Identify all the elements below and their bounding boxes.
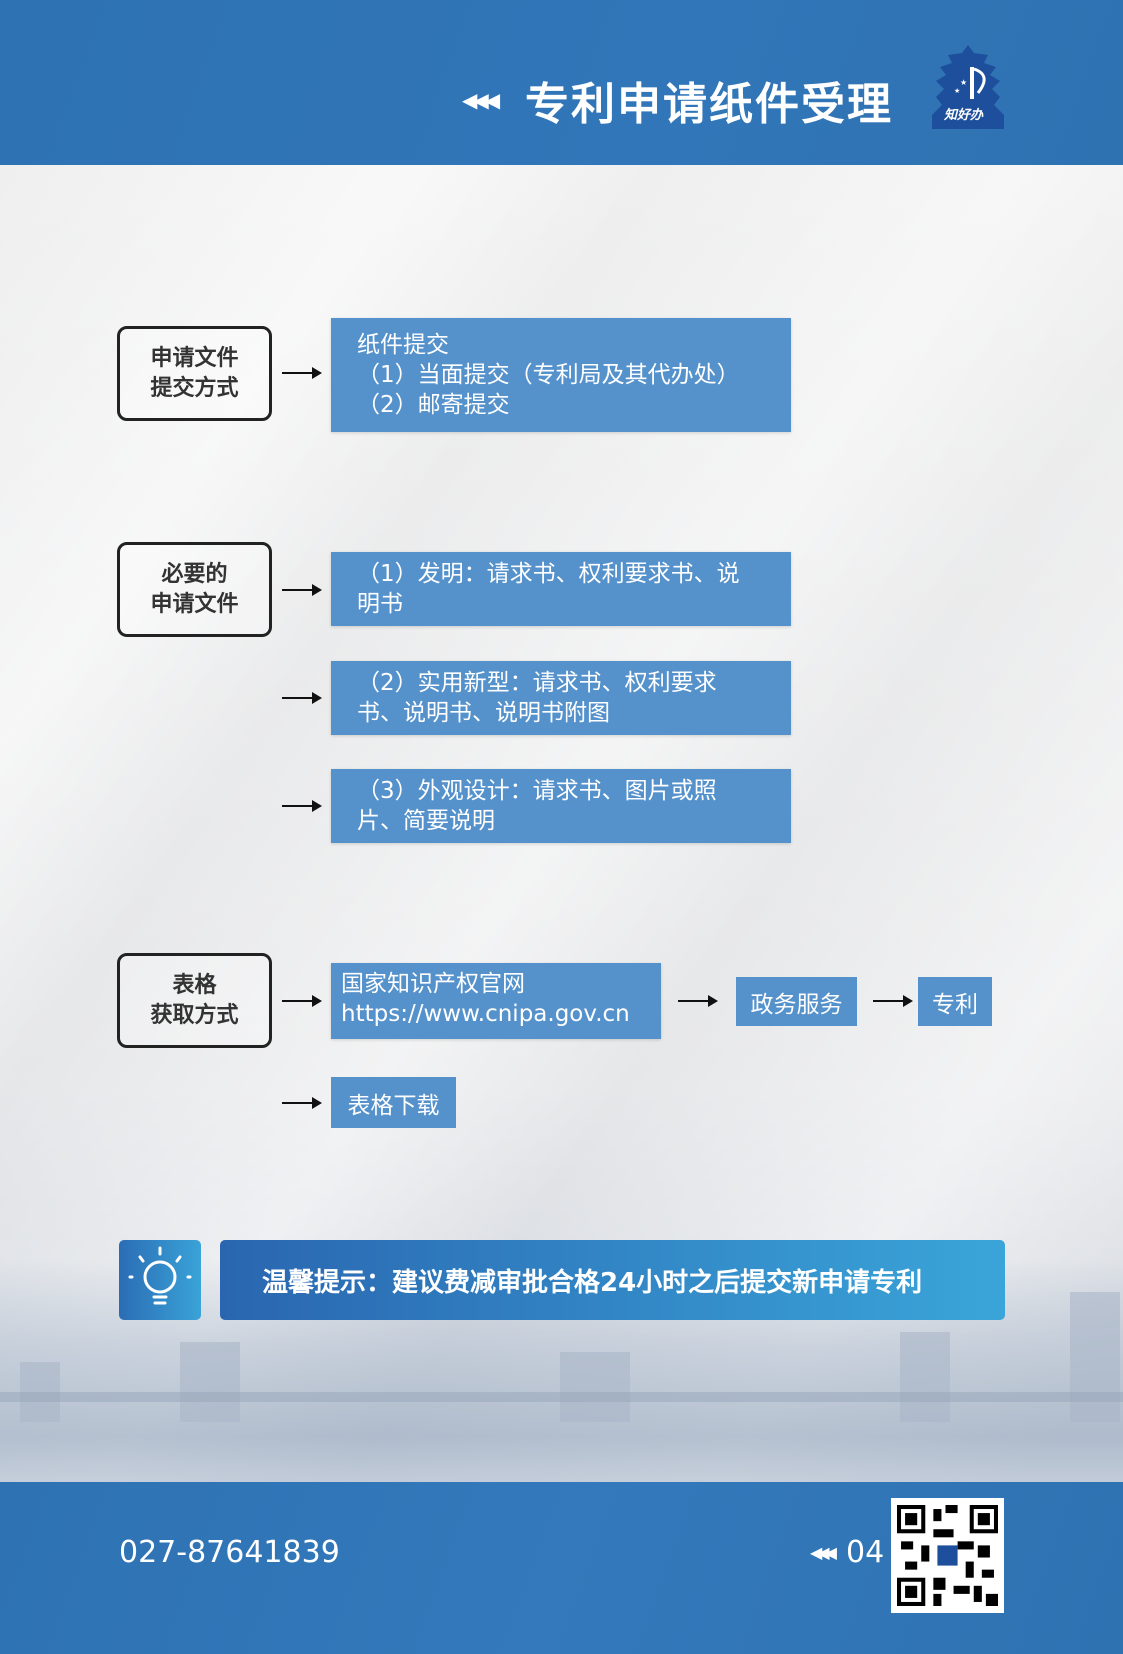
cnipa-website-link[interactable]: 国家知识产权官网 https://www.cnipa.gov.cn bbox=[331, 963, 661, 1039]
svg-text:★: ★ bbox=[954, 87, 960, 95]
arrow-icon bbox=[282, 1097, 322, 1109]
utility-model-docs-box: （2）实用新型：请求书、权利要求 书、说明书、说明书附图 bbox=[331, 661, 791, 735]
page-title: 专利申请纸件受理 bbox=[525, 79, 893, 130]
design-docs-box: （3）外观设计：请求书、图片或照 片、简要说明 bbox=[331, 769, 791, 843]
submission-methods-box: 纸件提交 （1）当面提交（专利局及其代办处） （2）邮寄提交 bbox=[331, 318, 791, 432]
arrow-icon bbox=[678, 995, 718, 1007]
lightbulb-icon bbox=[119, 1240, 201, 1320]
header: ◀◀◀ 专利申请纸件受理 ★★ 知好办 bbox=[0, 0, 1123, 165]
invention-docs-box: （1）发明：请求书、权利要求书、说 明书 bbox=[331, 552, 791, 626]
arrow-icon bbox=[282, 367, 322, 379]
gov-services-step[interactable]: 政务服务 bbox=[736, 977, 857, 1026]
qr-code bbox=[891, 1498, 1004, 1613]
arrow-icon bbox=[282, 995, 322, 1007]
label-submission-method: 申请文件 提交方式 bbox=[117, 326, 272, 421]
svg-text:★: ★ bbox=[960, 78, 967, 87]
triple-chevron-left-icon: ◀◀◀ bbox=[810, 1543, 837, 1562]
arrow-icon bbox=[282, 800, 322, 812]
svg-text:知好办: 知好办 bbox=[943, 107, 984, 123]
zhihaoban-logo: ★★ 知好办 bbox=[932, 45, 1004, 129]
label-form-access: 表格 获取方式 bbox=[117, 953, 272, 1048]
arrow-icon bbox=[282, 584, 322, 596]
label-required-documents: 必要的 申请文件 bbox=[117, 542, 272, 637]
triple-chevron-left-icon: ◀◀◀ bbox=[462, 88, 500, 112]
form-download-button[interactable]: 表格下载 bbox=[331, 1077, 456, 1128]
page-number: 04 bbox=[846, 1535, 885, 1570]
arrow-icon bbox=[873, 995, 913, 1007]
patent-step[interactable]: 专利 bbox=[918, 977, 992, 1026]
tip-banner: 温馨提示：建议费减审批合格24小时之后提交新申请专利 bbox=[220, 1240, 1005, 1320]
phone-number: 027-87641839 bbox=[119, 1535, 340, 1570]
arrow-icon bbox=[282, 692, 322, 704]
